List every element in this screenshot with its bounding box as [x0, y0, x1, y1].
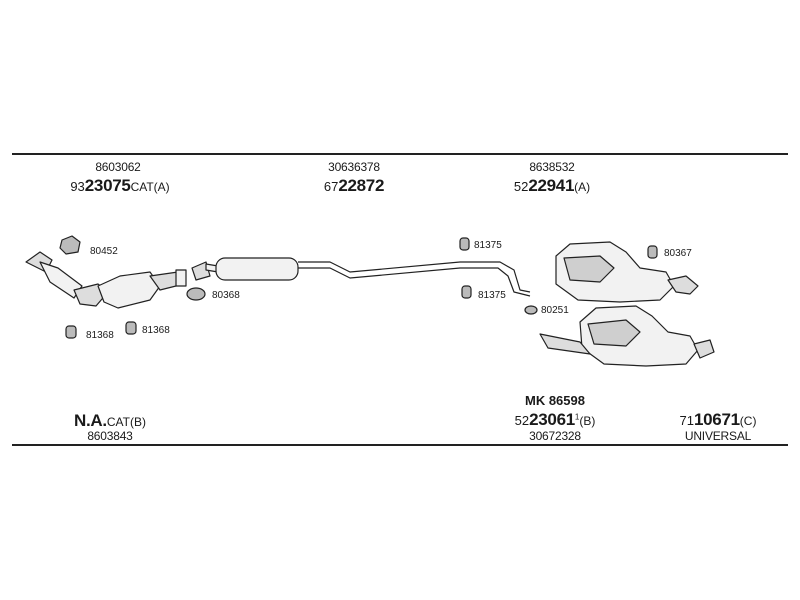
gasket-80368 — [186, 287, 206, 301]
part-number-front-cat: 9323075CAT(A) — [40, 177, 200, 194]
center-silencer — [191, 257, 531, 297]
top-divider-line — [12, 153, 788, 155]
part-suffix: (B) — [579, 414, 596, 428]
label-81375-bottom: 81375 — [478, 290, 506, 301]
part-number-center-silencer: 6722872 — [294, 177, 414, 194]
label-81368-a: 81368 — [86, 330, 114, 341]
part-prefix: 93 — [70, 179, 85, 194]
clamp-80251 — [524, 305, 538, 315]
rear-silencer-b — [539, 305, 715, 367]
part-main-number: N.A. — [74, 411, 107, 430]
hanger-81368-b — [125, 321, 137, 335]
part-prefix: 67 — [323, 179, 339, 194]
hanger-81375-bottom — [461, 285, 472, 299]
label-80367: 80367 — [664, 248, 692, 259]
part-suffix: CAT(A) — [130, 180, 170, 194]
label-80368: 80368 — [212, 290, 240, 301]
oe-number-universal: UNIVERSAL — [684, 429, 752, 443]
part-main-number: 23075 — [84, 176, 131, 195]
label-80251: 80251 — [541, 305, 569, 316]
part-suffix: CAT(B) — [106, 415, 146, 429]
bottom-divider-line — [12, 444, 788, 446]
part-number-rear-silencer-a: 5222941(A) — [484, 177, 620, 194]
part-main-number: 23061 — [529, 410, 575, 429]
part-superscript: 1 — [574, 412, 580, 422]
part-suffix: (C) — [739, 414, 757, 428]
part-number-cat-b: N.A.CAT(B) — [50, 412, 170, 429]
oe-number-center-silencer: 30636378 — [328, 160, 380, 174]
rear-silencer-a — [555, 241, 699, 303]
hanger-81368-a — [65, 325, 77, 339]
oe-number-front-cat: 8603062 — [95, 160, 141, 174]
gasket-80452 — [59, 235, 81, 255]
front-catalytic-converter — [25, 251, 187, 309]
part-number-universal: 7110671(C) — [660, 411, 776, 428]
hanger-80367 — [647, 245, 658, 259]
label-80452: 80452 — [90, 246, 118, 257]
label-81368-b: 81368 — [142, 325, 170, 336]
part-main-number: 10671 — [694, 410, 740, 429]
part-suffix: (A) — [574, 180, 591, 194]
part-prefix: 71 — [679, 413, 694, 428]
part-main-number: 22941 — [528, 176, 575, 195]
part-prefix: 52 — [514, 413, 530, 428]
oe-number-rear-silencer-a: 8638532 — [529, 160, 575, 174]
label-81375-top: 81375 — [474, 240, 502, 251]
part-prefix: 52 — [513, 179, 529, 194]
oe-number-cat-b: 8603843 — [87, 429, 133, 443]
oe-number-rear-silencer-b: 30672328 — [529, 429, 581, 443]
hanger-81375-top — [459, 237, 470, 251]
part-number-rear-silencer-b: 52230611(B) — [490, 411, 620, 428]
mk-number: MK 86598 — [525, 393, 585, 408]
part-main-number: 22872 — [338, 176, 385, 195]
